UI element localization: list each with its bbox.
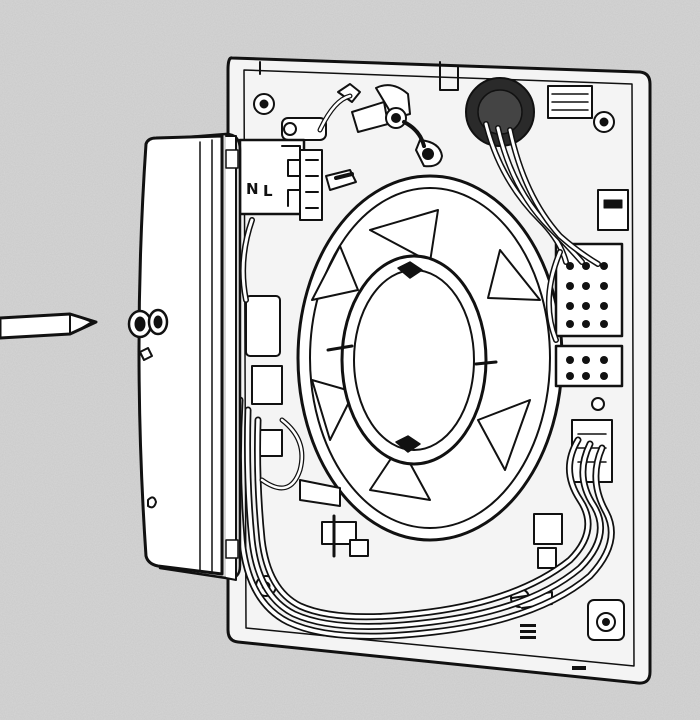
terminal-label-live: L	[263, 182, 273, 200]
front-cover	[127, 132, 242, 581]
fan-blades	[311, 209, 541, 501]
screw-icon	[127, 308, 169, 339]
fan-spigot	[296, 174, 564, 542]
bottom-decals	[520, 624, 586, 670]
lower-left-components	[245, 295, 369, 558]
terminal-label-neutral: N	[246, 180, 259, 198]
cable-grommet	[465, 77, 535, 147]
cover-hole-lower	[147, 496, 157, 509]
terminal-block-right	[554, 242, 624, 388]
cover-hole-upper	[139, 347, 153, 361]
cable-clamp-top	[281, 83, 443, 168]
screwdriver-icon	[0, 312, 98, 340]
relay-module	[571, 397, 613, 483]
wire-harness	[234, 93, 615, 640]
terminal-board-left: N L	[238, 138, 357, 221]
